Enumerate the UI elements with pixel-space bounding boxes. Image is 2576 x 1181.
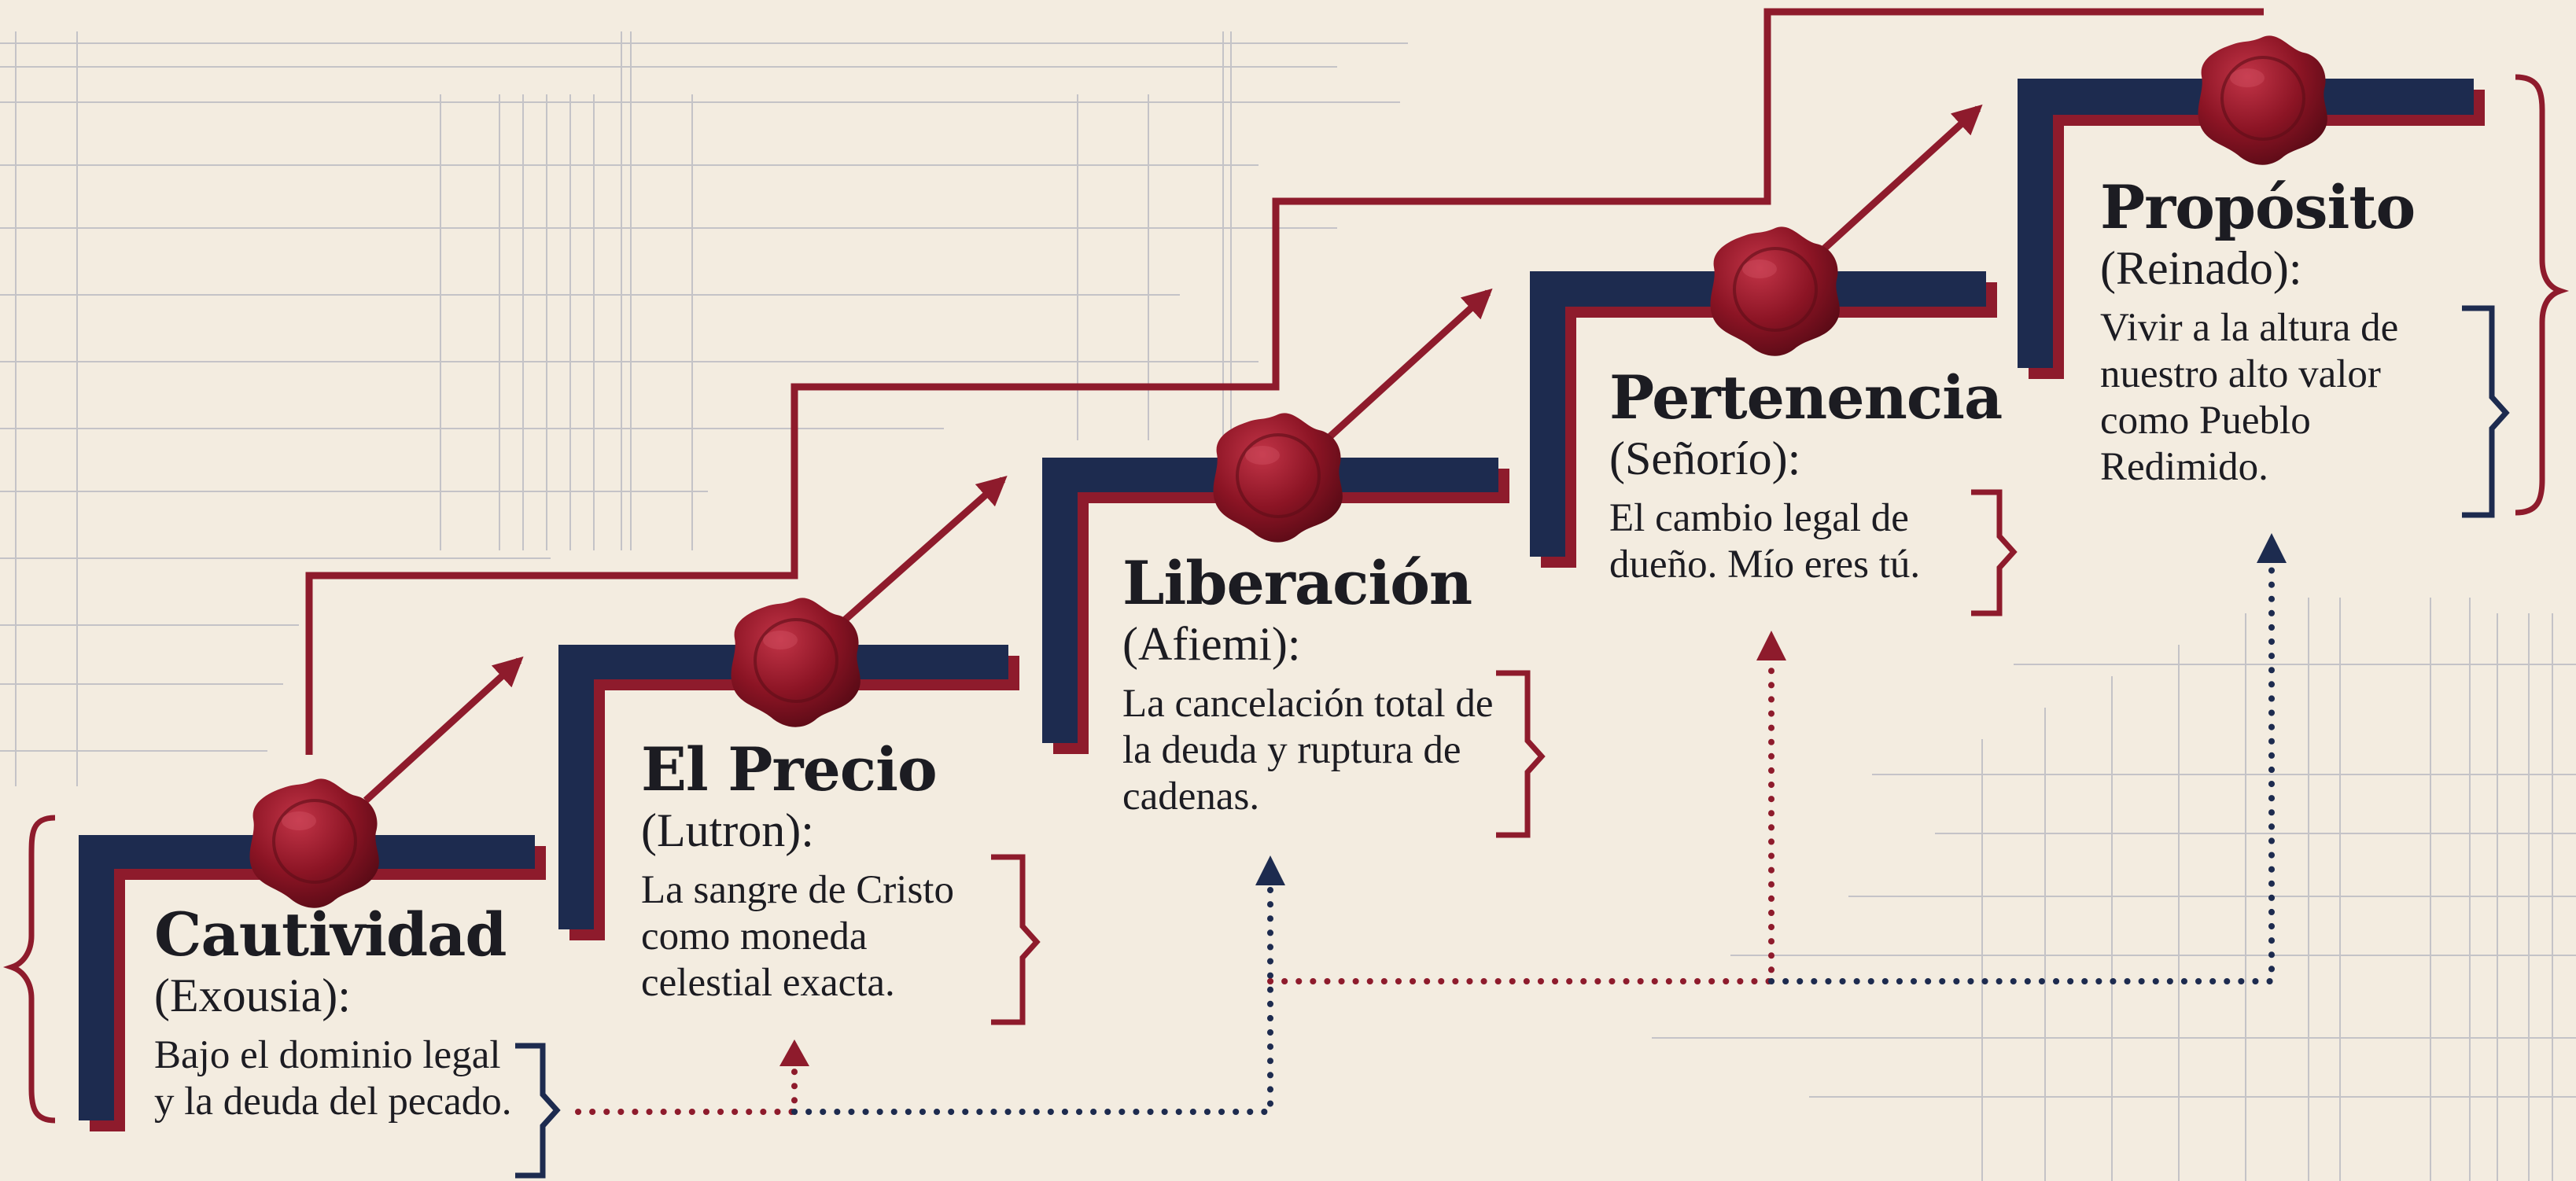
description-brackets xyxy=(515,305,2510,1179)
step-proposito: Propósito (Reinado): Vivir a la altura d… xyxy=(2100,173,2446,491)
step-arrows xyxy=(363,104,1983,804)
connector-arrowhead-4 xyxy=(2257,533,2287,563)
step-subtitle: (Reinado): xyxy=(2100,242,2302,294)
step-title: Liberación xyxy=(1122,548,1472,618)
grid-background-right xyxy=(1652,598,2576,1181)
connector-arrowhead-3 xyxy=(1756,631,1786,660)
wax-seal-3 xyxy=(1213,413,1343,543)
desc-bracket-4 xyxy=(1971,489,2018,616)
desc-bracket-5 xyxy=(2462,305,2510,518)
step-description: Vivir a la altura de nuestro alto valor … xyxy=(2100,306,2399,489)
step-description: Bajo el dominio legal y la deuda del pec… xyxy=(154,1033,512,1124)
wax-seals xyxy=(249,35,2327,908)
step-liberacion: Liberación (Afiemi): La cancelación tota… xyxy=(1122,549,1500,820)
step-bracket-1 xyxy=(79,835,546,1131)
step-el-precio: El Precio (Lutron): La sangre de Cristo … xyxy=(641,735,987,1006)
grid-background-left xyxy=(0,31,1408,786)
step-subtitle: (Exousia): xyxy=(154,969,351,1021)
dotted-connectors xyxy=(575,547,2275,1115)
wax-seal-1 xyxy=(249,778,379,908)
wax-seal-5 xyxy=(2198,35,2327,165)
step-arrow-4 xyxy=(1818,104,1983,255)
connector-arrowhead-2 xyxy=(1255,855,1285,885)
step-bracket-4 xyxy=(1530,271,1997,568)
connector-arrowheads xyxy=(779,533,2287,1066)
step-subtitle: (Afiemi): xyxy=(1122,618,1301,670)
step-arrow-3 xyxy=(1326,288,1493,440)
step-bracket-5 xyxy=(2018,79,2485,379)
wax-seal-2 xyxy=(731,598,861,727)
step-bracket-2 xyxy=(558,645,1019,940)
wax-seal-4 xyxy=(1710,226,1840,356)
step-subtitle: (Señorío): xyxy=(1609,432,1801,484)
step-subtitle: (Lutron): xyxy=(641,804,814,856)
desc-bracket-1 xyxy=(515,1043,561,1179)
desc-bracket-3 xyxy=(1496,670,1546,838)
step-description: El cambio legal de dueño. Mío eres tú. xyxy=(1609,496,1921,587)
right-brace xyxy=(2515,74,2570,516)
dotted-connector-4 xyxy=(1768,547,2275,984)
step-cautividad: Cautividad (Exousia): Bajo el dominio le… xyxy=(154,900,524,1125)
step-arrow-2 xyxy=(839,475,1008,626)
left-brace xyxy=(2,815,56,1124)
step-title: Propósito xyxy=(2100,172,2416,242)
desc-bracket-2 xyxy=(991,854,1041,1025)
step-title: Pertenencia xyxy=(1609,362,2003,432)
step-description: La sangre de Cristo como moneda celestia… xyxy=(641,868,954,1005)
dotted-connector-1 xyxy=(575,1050,798,1115)
staircase-outline xyxy=(305,8,2264,755)
step-title: El Precio xyxy=(641,734,938,804)
step-bracket-3 xyxy=(1042,458,1509,754)
step-description: La cancelación total de la deuda y ruptu… xyxy=(1122,682,1494,819)
step-brackets xyxy=(79,79,2485,1131)
dotted-connector-2 xyxy=(791,871,1273,1115)
step-pertenencia: Pertenencia (Señorío): El cambio legal d… xyxy=(1609,362,2003,588)
connector-arrowhead-1 xyxy=(779,1039,809,1066)
step-title: Cautividad xyxy=(154,900,507,969)
step-arrow-1 xyxy=(363,656,524,804)
